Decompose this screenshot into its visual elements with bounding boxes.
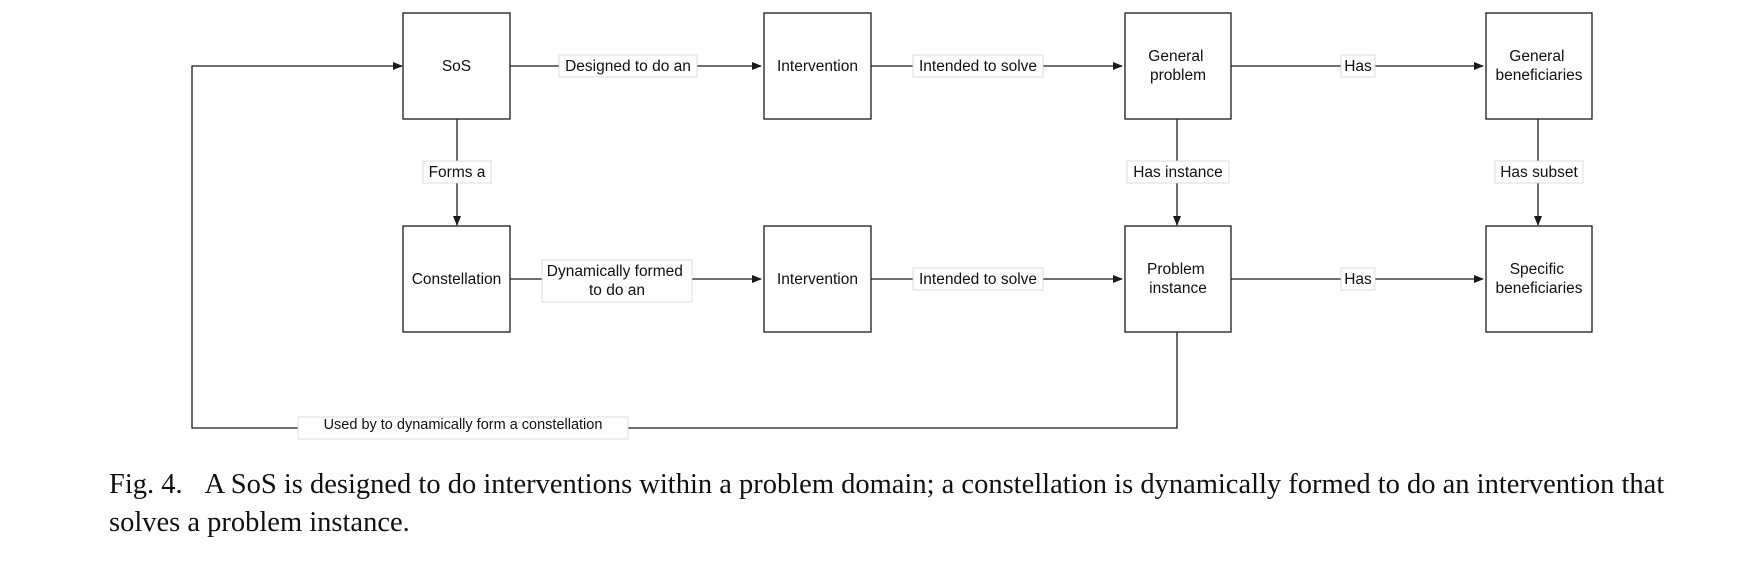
edge-label-has-top: Has	[1340, 54, 1376, 78]
edge-label-text: Has instance	[1133, 164, 1223, 181]
edge-label-text: Has	[1344, 58, 1372, 75]
node-constellation: Constellation	[402, 225, 511, 333]
node-label: General problem	[1148, 48, 1207, 84]
figure-number: Fig. 4.	[109, 469, 183, 500]
edge-label-text: Intended to solve	[919, 58, 1037, 75]
edge-label-text: Has	[1344, 271, 1372, 288]
node-label: Specific beneficiaries	[1495, 261, 1582, 297]
edge-label-text: Used by to dynamically form a constellat…	[324, 417, 603, 433]
edge-label-text: Dynamically formed to do an	[547, 263, 687, 299]
node-sos: SoS	[402, 12, 511, 120]
edge-label-text: Intended to solve	[919, 271, 1037, 288]
node-general-beneficiaries: General beneficiaries	[1485, 12, 1593, 120]
edge-label-designed-to-do-an: Designed to do an	[558, 54, 698, 78]
edge-label-intended-to-solve-top: Intended to solve	[912, 54, 1044, 78]
node-intervention-top: Intervention	[763, 12, 872, 120]
node-label: Intervention	[777, 58, 858, 75]
node-problem-instance: Problem instance	[1124, 225, 1232, 333]
edge-label-has-bottom: Has	[1340, 267, 1376, 291]
edge-problem-instance-to-sos	[191, 62, 1178, 429]
node-label: Problem instance	[1147, 261, 1209, 297]
node-general-problem: General problem	[1124, 12, 1232, 120]
node-label: Constellation	[412, 271, 502, 288]
edge-label-dynamically-formed: Dynamically formed to do an	[541, 259, 693, 303]
edge-label-has-subset: Has subset	[1494, 160, 1584, 184]
node-label: SoS	[442, 58, 471, 75]
edge-label-text: Forms a	[429, 164, 486, 181]
node-intervention-bottom: Intervention	[763, 225, 872, 333]
edge-label-intended-to-solve-bottom: Intended to solve	[912, 267, 1044, 291]
edge-label-has-instance: Has instance	[1126, 160, 1230, 184]
figure-caption: Fig. 4.A SoS is designed to do intervent…	[109, 466, 1709, 542]
edge-label-forms-a: Forms a	[422, 160, 492, 184]
edge-label-used-by: Used by to dynamically form a constellat…	[297, 416, 629, 440]
node-specific-beneficiaries: Specific beneficiaries	[1485, 225, 1593, 333]
node-label: Intervention	[777, 271, 858, 288]
edge-label-text: Has subset	[1500, 164, 1578, 181]
caption-text: A SoS is designed to do interventions wi…	[109, 469, 1665, 538]
sos-concept-diagram: SoS Intervention General problem General…	[191, 12, 1593, 440]
edge-label-text: Designed to do an	[565, 58, 691, 75]
node-label: General beneficiaries	[1495, 48, 1582, 84]
